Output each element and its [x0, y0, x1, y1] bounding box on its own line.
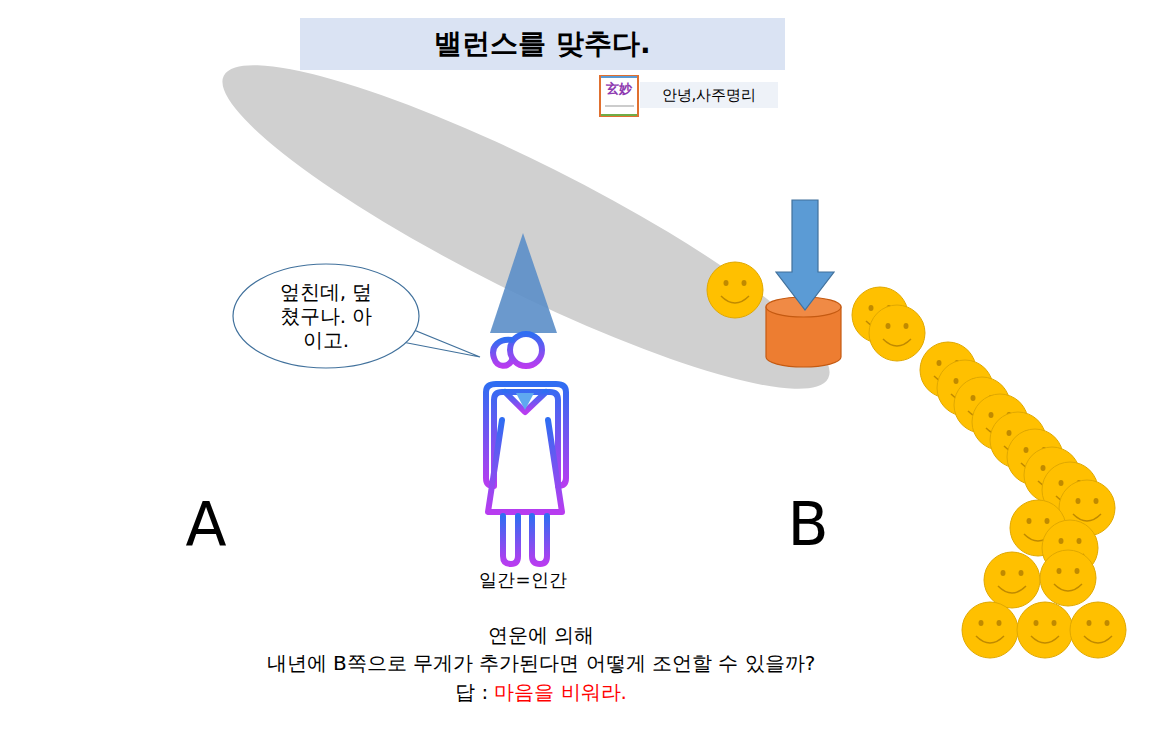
- person-icon: [486, 334, 566, 564]
- question-line: 내년에 B쪽으로 무게가 추가된다면 어떻게 조언할 수 있을까?: [267, 650, 816, 677]
- logo-frame: [600, 76, 638, 116]
- speech-bubble: 엎친데, 덮쳤구나. 아이고.: [232, 263, 420, 369]
- logo-stripe: [601, 114, 637, 116]
- logo-fine-print: [605, 106, 634, 107]
- smiley-face: [1070, 602, 1126, 658]
- pivot-triangle: [490, 233, 557, 333]
- logo-stripe: [601, 76, 637, 78]
- title-band: 밸런스를 맞추다.: [300, 18, 785, 70]
- title-text: 밸런스를 맞추다.: [434, 25, 650, 63]
- side-label: A: [185, 489, 226, 559]
- day-master-label: 일간=인간: [479, 568, 566, 592]
- smiley-face: [984, 552, 1040, 608]
- smiley-group: [707, 262, 1126, 658]
- smiley-face: [1040, 550, 1096, 606]
- logo-caption-box: 안녕,사주명리: [640, 82, 778, 108]
- node-text-wrap: 안녕,사주명리: [662, 86, 757, 104]
- answer-prefix: 답 :: [455, 679, 488, 706]
- smiley-face: [869, 305, 925, 361]
- node-text: 엎친데, 덮쳤구나. 아이고.: [276, 280, 376, 352]
- side-label: B: [787, 489, 828, 559]
- node-text: 안녕,사주명리: [662, 86, 757, 104]
- question-line: 연운에 의해: [488, 622, 594, 649]
- answer-text: 마음을 비워라.: [494, 679, 627, 706]
- answer-row: 답 :마음을 비워라.: [455, 679, 627, 706]
- person-collar: [516, 393, 534, 410]
- smiley-face: [962, 602, 1018, 658]
- node-text-wrap: 엎친데, 덮쳤구나. 아이고.: [276, 280, 376, 352]
- smiley-face: [707, 262, 763, 318]
- balance-ellipse: [195, 18, 857, 435]
- down-arrow: [776, 200, 834, 310]
- logo-mark: 玄妙: [606, 80, 632, 98]
- smiley-face: [1017, 602, 1073, 658]
